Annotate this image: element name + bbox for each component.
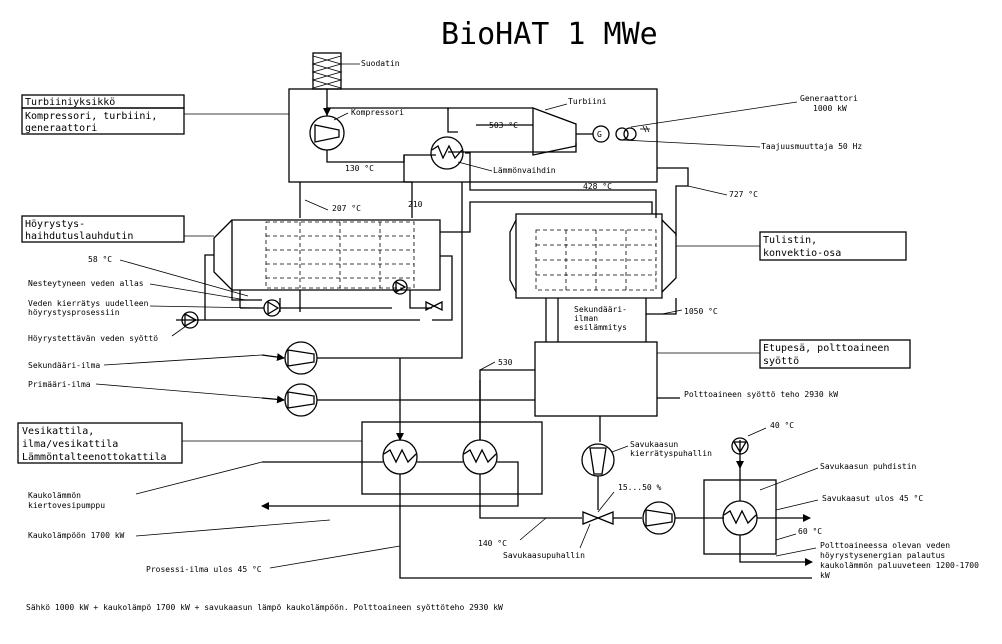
cleaner-water-pump-icon <box>731 437 749 455</box>
svg-text:ilma/vesikattila: ilma/vesikattila <box>22 439 118 450</box>
svg-text:Etupesä, polttoaineen: Etupesä, polttoaineen <box>763 343 889 354</box>
flue-cleaner-label: Savukaasun puhdistin <box>820 462 917 471</box>
flue-gas-recirc-fan-icon <box>581 443 615 477</box>
filter-label: Suodatin <box>361 59 400 68</box>
temp-58: 58 °C <box>88 255 112 264</box>
svg-text:Vesikattila,: Vesikattila, <box>22 426 94 437</box>
svg-text:generaattori: generaattori <box>25 123 97 134</box>
flue-gas-out-label: Savukaasut ulos 45 °C <box>822 494 923 503</box>
feed-water-pump-icon <box>181 311 199 329</box>
secondary-preheat-label-3: esilämmitys <box>574 323 627 332</box>
generator-icon: G <box>592 125 650 143</box>
water-recirc-label-2: höyrystysprosessiin <box>28 308 120 317</box>
flue-gas-fan-label: Savukaasupuhallin <box>503 551 585 560</box>
condensate-pool-label: Nesteytyneen veden allas <box>28 279 144 288</box>
turbine-unit-box: Turbiiniyksikkö Kompressori, turbiini, g… <box>21 94 185 135</box>
water-boiler-frame <box>361 421 543 495</box>
superheater-box: Tulistin, konvektio-osa <box>759 231 907 261</box>
flue-gas-fan-icon <box>642 501 676 535</box>
flue-recirc-fan-label-2: kierrätyspuhallin <box>630 449 712 458</box>
dh-output-label: Kaukolämpöön 1700 kW <box>28 531 125 540</box>
temp-60: 60 °C <box>798 527 822 536</box>
turbine-icon <box>532 107 577 156</box>
evaporator-box: Höyrystys- haihdutuslauhdutin <box>21 215 185 243</box>
temp-428: 428 °C <box>583 182 612 191</box>
condensate-valve-icon <box>425 300 443 312</box>
fuel-water-recovery-label-2: höyrystysenergian palautus <box>820 551 945 560</box>
temp-207: 207 °C <box>332 204 361 213</box>
heat-exchanger-icon <box>430 136 464 170</box>
secondary-air-fan-icon <box>284 341 318 375</box>
primary-air-fan-icon <box>284 383 318 417</box>
svg-text:haihdutuslauhdutin: haihdutuslauhdutin <box>25 231 133 242</box>
turbine-unit-frame <box>288 88 658 183</box>
svg-text:Lämmöntalteenottokattila: Lämmöntalteenottokattila <box>22 452 167 463</box>
fuel-water-recovery-label-4: kW <box>820 571 830 580</box>
footer-summary: Sähkö 1000 kW + kaukolämpö 1700 kW + sav… <box>26 603 503 612</box>
fuel-feed-power-label: Polttoaineen syöttö teho 2930 kW <box>684 390 838 399</box>
temp-210: 210 <box>408 200 423 209</box>
superheater-convection <box>509 213 677 299</box>
turbine-label: Turbiini <box>568 97 607 106</box>
water-heat-exchanger-2-icon <box>462 439 498 475</box>
primary-air-label: Primääri-ilma <box>28 380 91 389</box>
svg-text:Höyrystys-: Höyrystys- <box>25 219 85 230</box>
fuel-water-recovery-label-1: Polttoaineessa olevan veden <box>820 541 950 550</box>
water-recirc-label-1: Veden kierrätys uudelleen <box>28 299 149 308</box>
svg-text:Turbiiniyksikkö: Turbiiniyksikkö <box>25 97 115 108</box>
control-valve-icon <box>582 511 614 525</box>
recirculation-pump-icon <box>263 299 281 317</box>
temp-130: 130 °C <box>345 164 374 173</box>
svg-text:Kompressori, turbiini,: Kompressori, turbiini, <box>25 111 157 122</box>
temp-40: 40 °C <box>770 421 794 430</box>
evaporator-condenser <box>213 219 441 291</box>
temp-140: 140 °C <box>478 539 507 548</box>
filter-icon <box>311 52 343 90</box>
secondary-preheat-label-1: Sekundääri- <box>574 305 627 314</box>
flue-recirc-fan-label-1: Savukaasun <box>630 440 678 449</box>
dh-circ-pump-label-1: Kaukolämmön <box>28 491 81 500</box>
heat-exchanger-label: Lämmönvaihdin <box>493 166 556 175</box>
frequency-converter-label: Taajuusmuuttaja 50 Hz <box>761 142 862 151</box>
flue-gas-cleaner-hx-icon <box>722 500 758 536</box>
svg-text:Tulistin,: Tulistin, <box>763 235 817 246</box>
evap-water-feed-label: Höyrystettävän veden syöttö <box>28 334 158 343</box>
furnace-box <box>534 341 658 417</box>
fuel-water-recovery-label-3: kaukolämmön paluuveteen 1200-1700 <box>820 561 979 570</box>
condensate-pump-icon <box>392 279 408 295</box>
temp-727: 727 °C <box>729 190 758 199</box>
compressor-icon <box>309 115 345 151</box>
secondary-preheat-label-2: ilman <box>574 314 598 323</box>
diagram-title: BioHAT 1 MWe <box>441 17 658 52</box>
valve-percent-label: 15...50 % <box>618 483 662 492</box>
svg-text:G: G <box>597 130 602 139</box>
generator-label-1: Generaattori <box>800 94 858 103</box>
temp-503: 503 °C <box>489 121 518 130</box>
compressor-label: Kompressori <box>351 108 404 117</box>
dh-circ-pump-label-2: kiertovesipumppu <box>28 501 105 510</box>
water-heat-exchanger-1-icon <box>382 439 418 475</box>
secondary-air-label: Sekundääri-ilma <box>28 361 100 370</box>
svg-text:konvektio-osa: konvektio-osa <box>763 248 841 259</box>
generator-label-2: 1000 kW <box>813 104 847 113</box>
temp-1050: 1050 °C <box>684 307 718 316</box>
temp-530: 530 <box>498 358 513 367</box>
furnace-label-box: Etupesä, polttoaineen syöttö <box>759 339 911 369</box>
process-air-out-label: Prosessi-ilma ulos 45 °C <box>146 565 262 574</box>
svg-text:syöttö: syöttö <box>763 356 799 367</box>
water-boiler-box: Vesikattila, ilma/vesikattila Lämmöntalt… <box>17 422 183 464</box>
